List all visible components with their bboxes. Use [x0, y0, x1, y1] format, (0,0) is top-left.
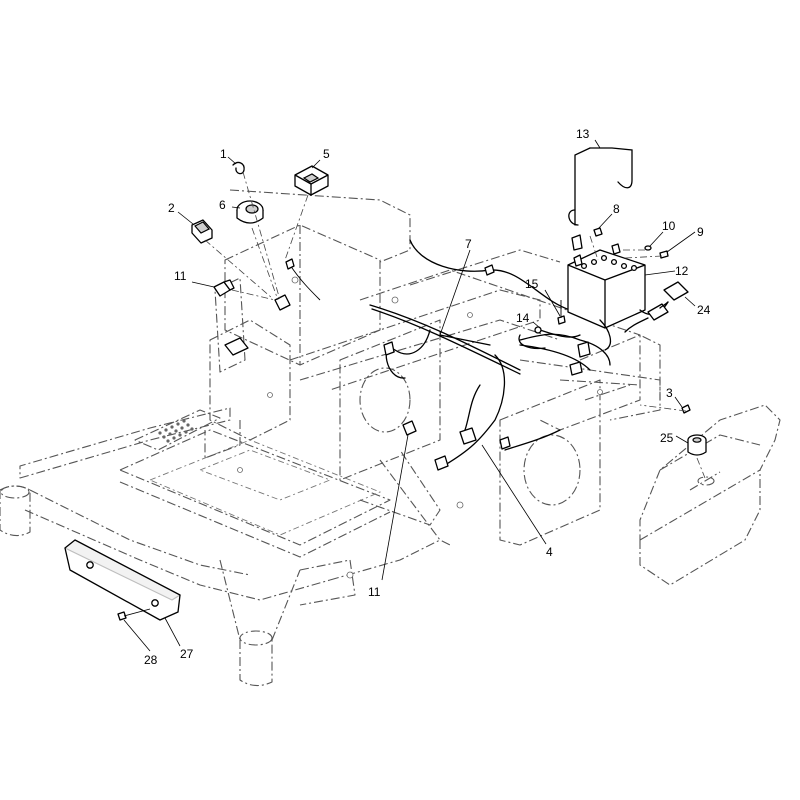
fuse-connector[interactable] — [624, 281, 689, 333]
callout-5: 5 — [323, 147, 330, 161]
toggle-switch[interactable] — [191, 219, 213, 244]
hour-meter[interactable] — [236, 200, 264, 224]
callout-25: 25 — [660, 431, 674, 445]
callout-3: 3 — [666, 386, 673, 400]
callout-14: 14 — [516, 311, 530, 325]
relay[interactable] — [294, 165, 329, 196]
callout-28: 28 — [144, 653, 158, 667]
callout-2: 2 — [168, 201, 175, 215]
front-bumper-panel[interactable] — [63, 539, 182, 621]
battery-hold-down-rod[interactable] — [568, 147, 633, 251]
battery-caps — [580, 254, 638, 272]
battery[interactable] — [567, 243, 669, 351]
callout-27: 27 — [180, 647, 194, 661]
assembly-lines — [204, 171, 706, 479]
callout-labels: 1 2 3 4 5 6 7 8 9 10 11 11 12 13 14 15 2… — [144, 127, 711, 667]
callout-11-upper: 11 — [174, 269, 187, 283]
callout-10: 10 — [662, 219, 676, 233]
lower-connector[interactable] — [402, 420, 417, 436]
callout-11-lower: 11 — [368, 585, 381, 599]
callout-4: 4 — [546, 545, 553, 559]
callout-1: 1 — [220, 147, 227, 161]
callout-7: 7 — [465, 237, 472, 251]
battery-bolt[interactable] — [659, 250, 669, 259]
battery-terminal-nut[interactable] — [593, 227, 603, 237]
callout-15: 15 — [525, 277, 539, 291]
callout-6: 6 — [219, 198, 226, 212]
chassis-frame — [0, 189, 661, 687]
callout-24: 24 — [697, 303, 711, 317]
right-clip[interactable] — [681, 404, 691, 414]
ignition-switch[interactable] — [687, 434, 707, 456]
callout-8: 8 — [613, 202, 620, 216]
footrest-holes — [158, 419, 194, 443]
upper-connector[interactable] — [213, 279, 235, 297]
callout-13: 13 — [576, 127, 590, 141]
battery-washer[interactable] — [644, 245, 652, 251]
battery-cable[interactable] — [518, 326, 581, 350]
callout-9: 9 — [697, 225, 704, 239]
right-side-cover — [639, 404, 781, 586]
wire-harness[interactable] — [289, 239, 611, 471]
battery-mount-bolt[interactable] — [557, 300, 566, 325]
bumper-bolt[interactable] — [117, 608, 151, 621]
callout-leaders — [123, 139, 696, 652]
wire-clip[interactable] — [232, 161, 245, 175]
callout-12: 12 — [675, 264, 689, 278]
